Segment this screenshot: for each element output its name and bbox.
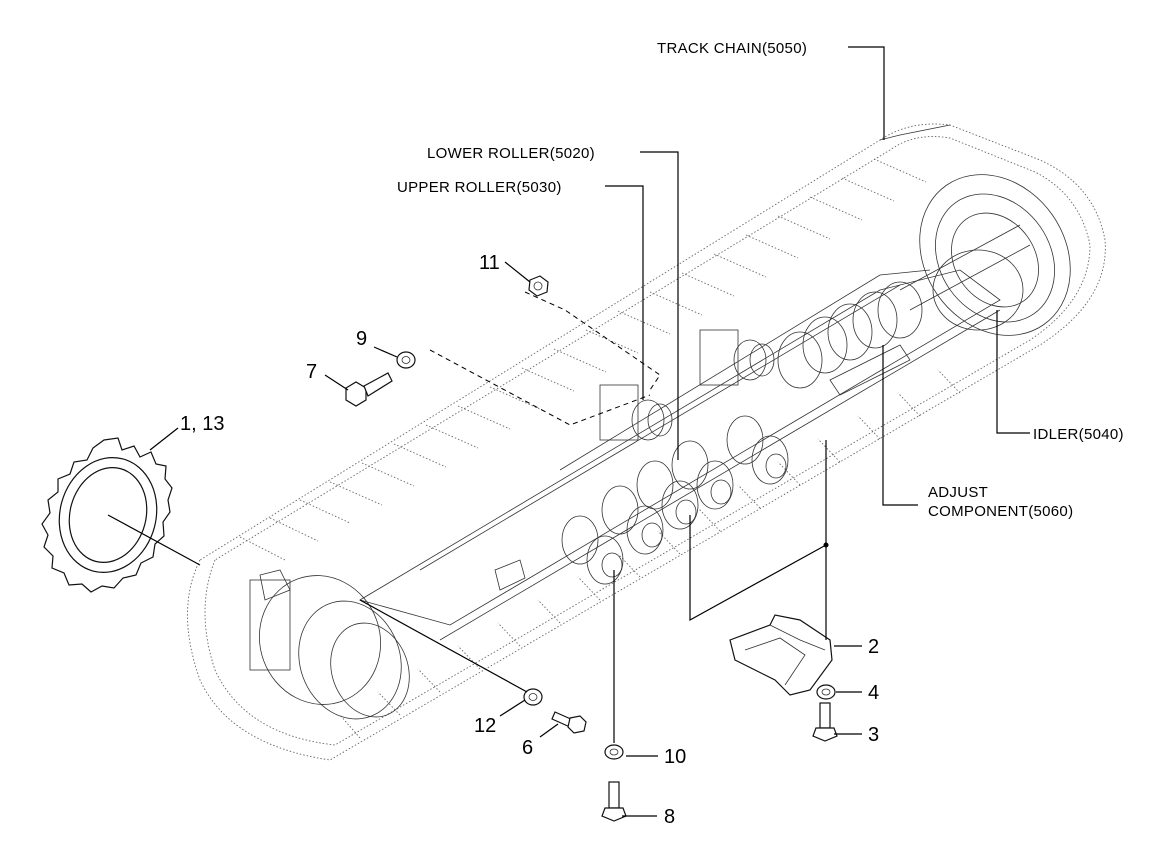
- guard-2: [729, 614, 833, 696]
- track-frame: [358, 269, 1001, 641]
- part-number-1-13: 1, 13: [180, 413, 224, 435]
- sprocket: [41, 437, 201, 593]
- bolt-8: [601, 781, 627, 822]
- part-number-6: 6: [522, 737, 533, 759]
- part-number-12: 12: [474, 715, 496, 737]
- junction-dot: [823, 542, 829, 548]
- lower-roller-group: [561, 415, 789, 585]
- bolt-3: [812, 702, 838, 742]
- adjust-component-label-line1: ADJUST: [928, 484, 988, 501]
- washer-12: [523, 688, 543, 706]
- part-number-9: 9: [356, 328, 367, 350]
- part-number-11: 11: [479, 252, 500, 274]
- travel-motor-hub: [249, 569, 410, 720]
- bolt-7: [345, 372, 393, 407]
- track-chain-body: [187, 123, 1106, 761]
- callout-leaders: [149, 46, 1030, 817]
- part-number-3: 3: [868, 724, 879, 746]
- washer-9-alignment: [429, 349, 651, 426]
- washer-10: [604, 744, 624, 760]
- part-number-4: 4: [868, 682, 879, 704]
- adjust-component-label-line2: COMPONENT(5060): [928, 503, 1073, 520]
- upper-roller-group: [599, 329, 775, 441]
- track-chain-label: TRACK CHAIN(5050): [657, 40, 807, 57]
- nut-11-alignment: [524, 291, 661, 391]
- washer-9: [396, 351, 416, 369]
- lower-roller-label: LOWER ROLLER(5020): [427, 145, 595, 162]
- part-number-8: 8: [664, 806, 675, 828]
- idler-label: IDLER(5040): [1033, 426, 1124, 443]
- washer-4: [816, 684, 836, 700]
- guard-alignment: [689, 440, 827, 640]
- part-number-7: 7: [306, 361, 317, 383]
- idler-wheel: [899, 174, 1071, 336]
- bolt-6: [551, 711, 587, 734]
- nut-11: [528, 275, 549, 297]
- upper-roller-label: UPPER ROLLER(5030): [397, 179, 562, 196]
- adjust-component: [777, 281, 923, 396]
- washer-12-alignment: [359, 599, 528, 693]
- part-number-2: 2: [868, 636, 879, 658]
- part-number-10: 10: [664, 746, 686, 768]
